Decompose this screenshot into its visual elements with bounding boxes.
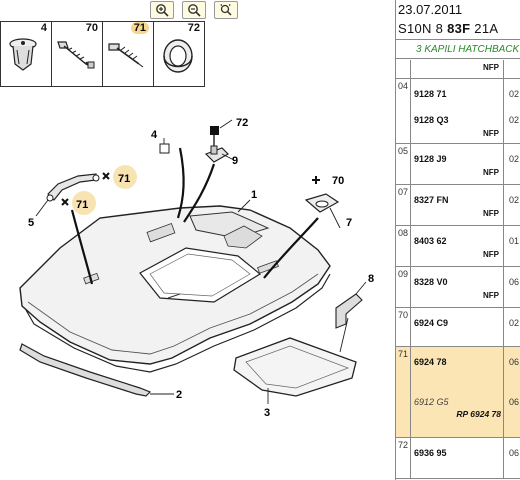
part-group-number: 05 <box>398 146 409 156</box>
fastener-cell[interactable]: 72 <box>153 21 205 87</box>
nfp-flag: NFP <box>483 168 499 177</box>
zoom-out-button[interactable] <box>182 1 206 19</box>
vehicle-variant: 3 KAPILI HATCHBACK <box>416 44 520 55</box>
part-quantity: 02 <box>508 154 519 164</box>
part-quantity: 01 <box>508 236 519 246</box>
callout-label[interactable]: 3 <box>264 407 270 419</box>
push-rivet-icon <box>9 38 37 71</box>
highlight-marker <box>72 191 96 215</box>
washer-icon <box>163 39 193 73</box>
nfp-flag: NFP <box>483 129 499 138</box>
part-group-number: 04 <box>398 81 409 91</box>
zoom-fit-button[interactable] <box>214 1 238 19</box>
part-number[interactable]: 6924 C9 <box>414 318 449 328</box>
fastener-cell[interactable]: 4 <box>0 21 51 87</box>
part-number[interactable]: 8328 V0 <box>414 277 448 287</box>
part-quantity: 02 <box>508 195 519 205</box>
part-row[interactable]: NFP <box>396 60 520 79</box>
reference-suffix: 21A <box>470 21 499 36</box>
part-number[interactable]: 9128 71 <box>414 89 447 99</box>
part-quantity: 02 <box>508 89 519 99</box>
magnifier-arrows-icon <box>220 4 232 16</box>
catalog-date: 23.07.2011 <box>398 2 463 17</box>
headliner-drawing: 72 9 4 71 71 5 1 70 7 8 2 3 <box>19 117 374 419</box>
nfp-flag: NFP <box>483 250 499 259</box>
part-group-number: 09 <box>398 269 409 279</box>
fastener-number: 72 <box>187 22 200 34</box>
parts-panel: 23.07.2011 S10N 8 83F 21A 3 KAPILI HATCH… <box>395 0 520 480</box>
screw-icon <box>57 41 95 69</box>
replacement-reference[interactable]: RP 6924 78 <box>456 409 501 419</box>
part-quantity: 06 <box>508 357 519 367</box>
reference-bold: 83F <box>447 21 471 36</box>
callout-label[interactable]: 71 <box>118 173 130 185</box>
part-number[interactable]: 8327 FN <box>414 195 449 205</box>
reference-prefix: S10N 8 <box>398 21 448 36</box>
fastener-strip: 4 70 71 <box>0 21 205 87</box>
callout-label[interactable]: 5 <box>28 217 34 229</box>
stud <box>204 126 229 163</box>
zoom-in-button[interactable] <box>150 1 174 19</box>
callout-label[interactable]: 2 <box>176 389 182 401</box>
fastener-number: 4 <box>40 22 47 34</box>
fastener-number: 71 <box>130 22 149 34</box>
catalog-reference: S10N 8 83F 21A <box>398 21 498 36</box>
callout-label[interactable]: 4 <box>151 129 158 141</box>
headliner-panel <box>19 205 331 373</box>
nfp-flag: NFP <box>483 209 499 218</box>
part-quantity: 02 <box>508 115 519 125</box>
part-group-number: 08 <box>398 228 409 238</box>
part-number[interactable]: 6936 95 <box>414 448 447 458</box>
part-group-number: 70 <box>398 310 409 320</box>
small-clip <box>159 143 170 154</box>
part-number[interactable]: 6912 G5 <box>414 397 449 407</box>
magnifier-minus-icon <box>188 4 201 17</box>
callout-label[interactable]: 9 <box>232 155 238 167</box>
part-number[interactable]: 9128 Q3 <box>414 115 449 125</box>
magnifier-plus-icon <box>156 4 169 17</box>
callout-label[interactable]: 1 <box>251 189 257 201</box>
callout-label[interactable]: 7 <box>346 217 352 229</box>
part-group-number: 72 <box>398 440 409 450</box>
fastener-cell[interactable]: 70 <box>51 21 102 87</box>
callout-label[interactable]: 71 <box>76 199 88 211</box>
fastener-cell[interactable]: 71 <box>102 21 153 87</box>
rear-panel <box>233 337 357 397</box>
part-quantity: 06 <box>508 448 519 458</box>
part-quantity: 06 <box>508 397 519 407</box>
callout-label[interactable]: 8 <box>368 273 374 285</box>
part-quantity: 06 <box>508 277 519 287</box>
part-row[interactable]: 70 6924 C9 02 <box>396 308 520 347</box>
callout-label[interactable]: 70 <box>332 175 344 187</box>
part-quantity: 02 <box>508 318 519 328</box>
trim-strip <box>19 343 152 397</box>
exploded-diagram: 4 70 71 <box>0 1 375 419</box>
part-number[interactable]: 9128 J9 <box>414 154 447 164</box>
nfp-flag: NFP <box>483 291 499 300</box>
nfp-flag: NFP <box>483 63 499 72</box>
part-group-number: 71 <box>398 349 409 359</box>
zoom-toolbar <box>150 1 238 19</box>
part-row[interactable]: 71 6924 78 06 6912 G5 06 RP 6924 78 <box>396 347 520 438</box>
bracket <box>335 293 363 329</box>
highlight-marker <box>113 165 137 189</box>
part-number[interactable]: 8403 62 <box>414 236 447 246</box>
fastener-number: 70 <box>85 22 98 34</box>
part-group-number: 07 <box>398 187 409 197</box>
callout-label[interactable]: 72 <box>236 117 248 129</box>
part-row[interactable]: 72 6936 95 06 <box>396 438 520 479</box>
part-number[interactable]: 6924 78 <box>414 357 447 367</box>
self-tapping-screw-icon <box>108 43 144 68</box>
